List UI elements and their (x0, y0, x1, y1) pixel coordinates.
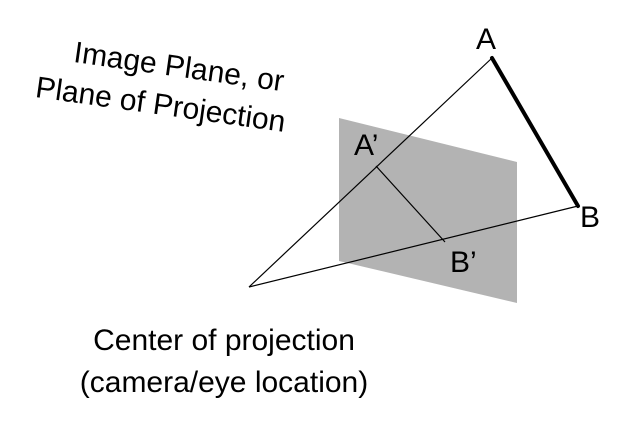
image-plane-label: Image Plane, or Plane of Projection (34, 36, 288, 139)
center-label-line1: Center of projection (93, 324, 355, 357)
segment-a-b (490, 56, 580, 208)
point-a-prime-label: A’ (354, 129, 378, 162)
center-label-line2: (camera/eye location) (80, 366, 368, 399)
image-plane (339, 118, 517, 303)
ray-to-a (248, 57, 493, 288)
segment-a-prime-b-prime (375, 165, 446, 243)
ray-to-b (248, 205, 579, 288)
point-b-prime-label: B’ (450, 246, 477, 279)
point-a-label: A (476, 23, 496, 56)
point-b-label: B (580, 201, 600, 234)
